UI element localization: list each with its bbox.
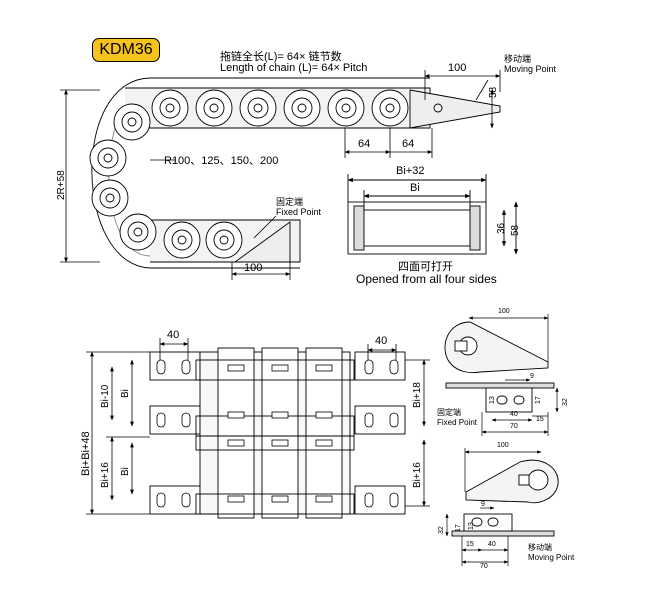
- mb-len-100: 100: [497, 442, 509, 449]
- cs-height-inner: 36: [496, 222, 507, 234]
- side-dim-100-top: 100: [448, 62, 467, 74]
- total-width-dim: Bi+Bi+48: [80, 431, 92, 476]
- mb-dim-17: 17: [455, 524, 462, 532]
- side-dim-100-bottom: 100: [244, 262, 263, 274]
- cs-height-outer: 58: [510, 224, 521, 236]
- moving-bracket-drawing: [451, 459, 559, 537]
- mb-dim-13: 13: [468, 522, 475, 530]
- mb-label-cn: 移动端: [528, 543, 552, 552]
- fb-dim-9: 9: [530, 373, 534, 380]
- mb-label-en: Moving Point: [528, 553, 575, 562]
- chain-rollers-bend: [89, 103, 157, 251]
- length-formula-cn: 拖链全长(L)= 64× 链节数: [220, 51, 342, 63]
- mb-dim-40: 40: [488, 541, 496, 548]
- height-dim: 2R+58: [56, 170, 67, 200]
- top-view-slots: [156, 359, 399, 508]
- fb-len-100: 100: [498, 308, 510, 315]
- open-four-sides-en: Opened from all four sides: [356, 272, 497, 286]
- top-dim-40-right: 40: [375, 335, 388, 347]
- pitch-dim-a: 64: [358, 138, 371, 150]
- pitch-dim-b: 64: [402, 138, 415, 150]
- open-four-sides-cn: 四面可打开: [398, 261, 453, 273]
- mb-dim-70: 70: [480, 563, 488, 570]
- fb-dim-15: 15: [536, 416, 544, 423]
- top-view-dimensions: [86, 338, 430, 515]
- side-view-dimensions: [60, 70, 501, 280]
- fb-dim-32: 32: [562, 398, 569, 406]
- moving-point-cn: 移动端: [504, 54, 532, 64]
- chain-rollers-top: [151, 89, 409, 127]
- bi-top-dim: Bi: [120, 389, 131, 398]
- moving-point-en: Moving Point: [504, 64, 557, 74]
- radius-options: R100、125、150、200: [164, 155, 279, 167]
- cross-section: [347, 174, 519, 255]
- fixed-point-cn: 固定端: [276, 197, 304, 207]
- fixed-bracket-dims: [468, 314, 559, 436]
- mb-dim-15: 15: [466, 541, 474, 548]
- side-dim-58: 58: [488, 86, 499, 98]
- fixed-bracket-drawing: [444, 321, 555, 413]
- mb-dim-9: 9: [481, 501, 485, 508]
- fb-dim-17: 17: [535, 396, 542, 404]
- bi-plus-18-dim: Bi+18: [412, 382, 423, 408]
- fb-dim-70: 70: [510, 423, 518, 430]
- bi-minus-10-dim: Bi-10: [100, 384, 111, 408]
- length-formula-en: Length of chain (L)= 64× Pitch: [220, 62, 368, 74]
- fb-label-en: Fixed Point: [437, 418, 478, 427]
- moving-bracket-dims: [445, 448, 542, 566]
- model-badge: KDM36: [92, 38, 160, 62]
- bi-plus-16-right-dim: Bi+16: [412, 462, 423, 488]
- top-dim-40-left: 40: [167, 329, 180, 341]
- cs-width-inner: Bi: [410, 182, 420, 194]
- fb-dim-13: 13: [489, 396, 496, 404]
- bi-plus-16-left-dim: Bi+16: [100, 462, 111, 488]
- chain-rollers-bottom: [163, 221, 243, 259]
- bi-bottom-dim: Bi: [120, 467, 131, 476]
- fixed-point-en: Fixed Point: [276, 207, 322, 217]
- cs-width-outer: Bi+32: [396, 165, 425, 177]
- fb-dim-40: 40: [510, 411, 518, 418]
- mb-dim-32: 32: [438, 526, 445, 534]
- fb-label-cn: 固定端: [437, 408, 461, 417]
